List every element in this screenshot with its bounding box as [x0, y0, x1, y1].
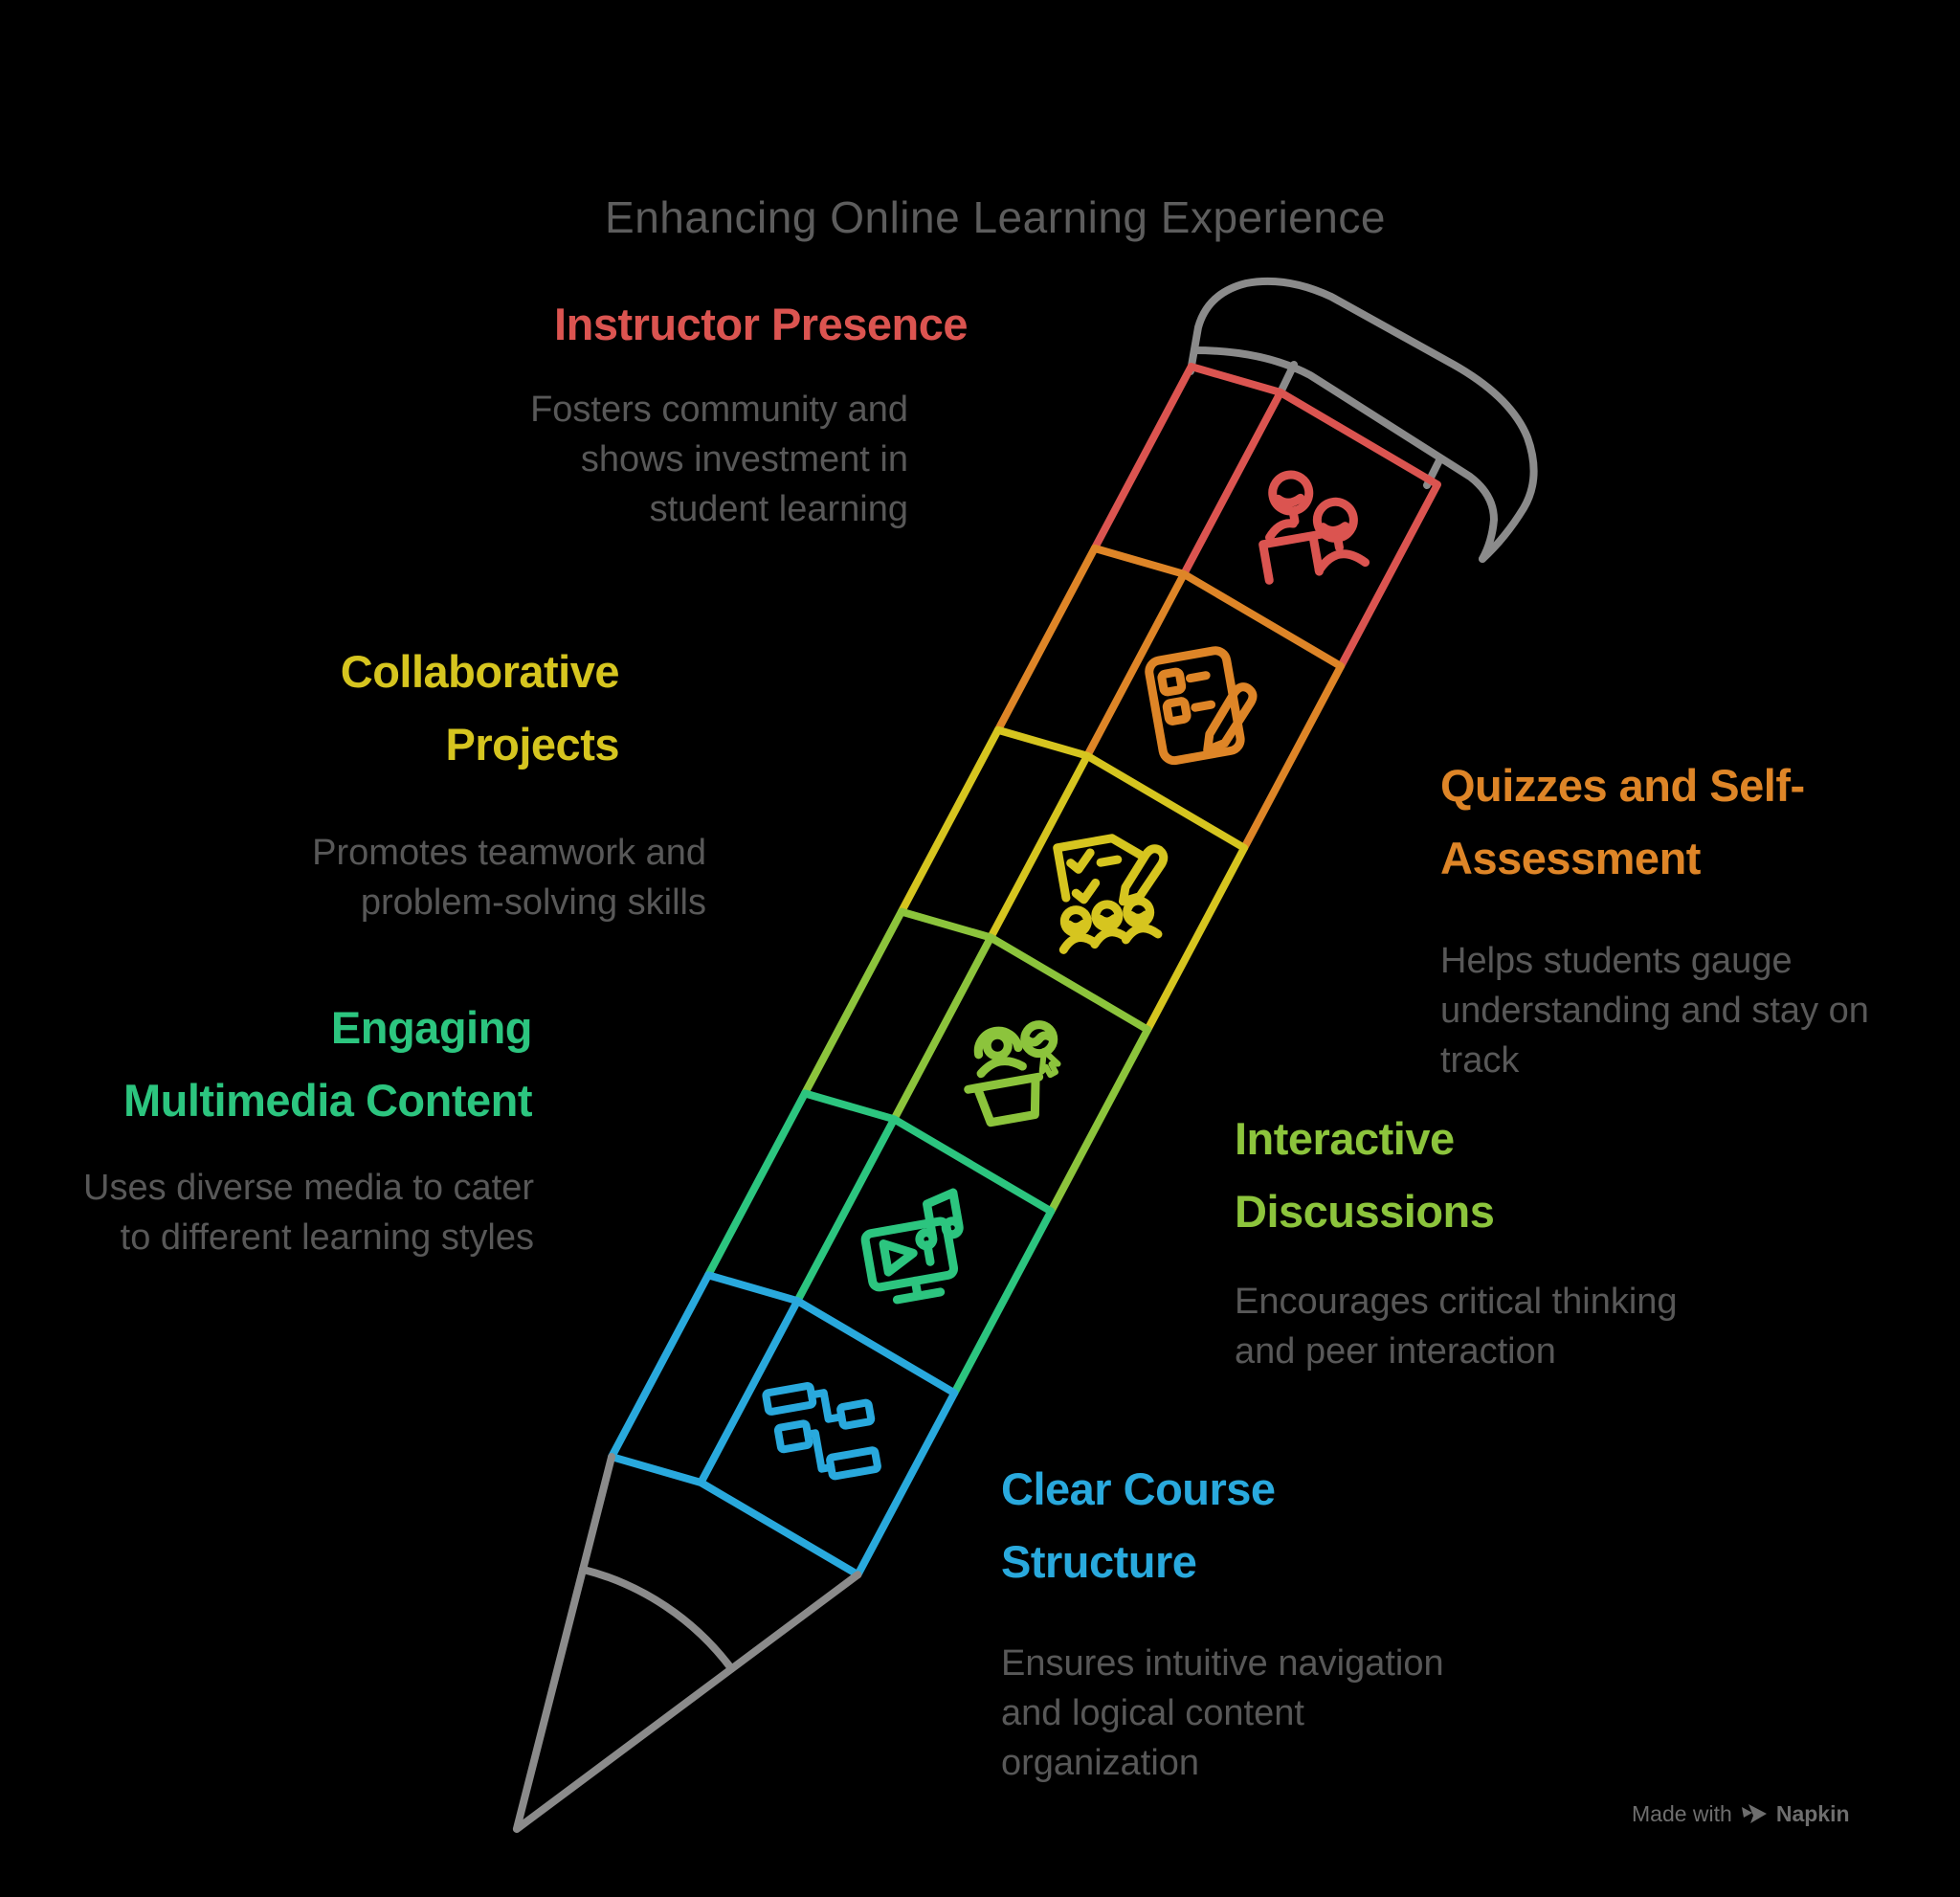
sitemap-flowchart-icon: [762, 1382, 881, 1481]
pencil-segment-blue: [608, 1271, 959, 1579]
napkin-logo-icon: [1741, 1803, 1767, 1823]
monitor-play-music-icon: [860, 1188, 964, 1305]
watermark-made-with: Made with: [1632, 1801, 1732, 1826]
page-title: Enhancing Online Learning Experience: [605, 192, 1386, 242]
watermark: Made with Napkin: [1632, 1801, 1850, 1827]
pencil-tip: [512, 1453, 862, 1834]
quiz-checklist-pencil-icon: [1145, 646, 1258, 766]
pencil-segment-lime: [800, 907, 1152, 1216]
pencil-segment-red: [1090, 363, 1441, 671]
pencil-segment-teal: [704, 1089, 1056, 1397]
watermark-brand: Napkin: [1775, 1801, 1850, 1826]
pencil-segment-orange: [993, 544, 1346, 852]
pencil-segment-yellow: [897, 725, 1249, 1034]
people-podium-icon: [964, 1020, 1061, 1127]
section-heading-instructor-presence: Instructor Presence: [554, 299, 968, 349]
eraser-cap: [1187, 277, 1538, 563]
document-checks-team-icon: [1053, 834, 1169, 954]
section-heading-quizzes-self-assessment: Quizzes and Self-Assessment: [1440, 760, 1805, 883]
instructor-desk-icon: [1258, 470, 1370, 585]
